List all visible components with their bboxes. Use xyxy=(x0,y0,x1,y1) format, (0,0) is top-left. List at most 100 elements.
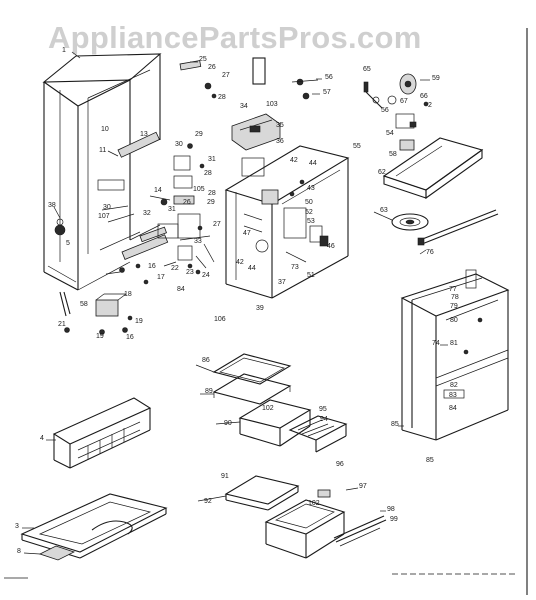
callout-c82: 82 xyxy=(450,382,458,389)
callout-c102: 102 xyxy=(262,405,274,412)
top-center-parts xyxy=(291,78,319,100)
callout-c28c: 28 xyxy=(208,190,216,197)
fan-housing xyxy=(231,113,281,177)
callout-c67: 67 xyxy=(400,98,408,105)
ice-maker-parts xyxy=(363,73,429,151)
leader-lines xyxy=(22,51,448,555)
callout-c2: 2 xyxy=(428,102,432,109)
callout-c16: 16 xyxy=(148,263,156,270)
callout-c43: 43 xyxy=(307,185,315,192)
callout-c77: 77 xyxy=(449,286,457,293)
front-grille xyxy=(52,397,152,469)
callout-c92: 92 xyxy=(204,498,212,505)
callout-c39: 39 xyxy=(256,305,264,312)
callout-c32: 32 xyxy=(143,210,151,217)
callout-c52: 52 xyxy=(305,209,313,216)
callout-c31: 31 xyxy=(208,156,216,163)
callout-c80: 80 xyxy=(450,317,458,324)
callout-c29b: 29 xyxy=(207,199,215,206)
callout-c99: 99 xyxy=(390,516,398,523)
callout-c28b: 28 xyxy=(204,170,212,177)
callout-c25: 25 xyxy=(199,56,207,63)
callout-c11: 11 xyxy=(99,147,106,154)
callout-c103: 103 xyxy=(266,101,278,108)
callout-c58: 58 xyxy=(80,301,88,308)
callout-c14: 14 xyxy=(154,187,162,194)
callout-c83: 83 xyxy=(449,392,457,399)
callout-c78: 78 xyxy=(451,294,459,301)
callout-c46: 46 xyxy=(327,243,335,250)
drawer-rails xyxy=(333,515,387,547)
callout-c29: 29 xyxy=(195,131,203,138)
callout-c19: 19 xyxy=(135,318,143,325)
left-hardware xyxy=(105,195,201,285)
callout-c63: 63 xyxy=(380,207,388,214)
callout-c8: 8 xyxy=(17,548,21,555)
callout-c5: 5 xyxy=(66,240,70,247)
callout-c85b: 85 xyxy=(426,457,434,464)
callout-c36: 36 xyxy=(276,138,284,145)
callout-c23: 23 xyxy=(186,269,194,276)
callout-c73: 73 xyxy=(291,264,299,271)
callout-c91: 91 xyxy=(221,473,229,480)
callout-c18: 18 xyxy=(124,291,132,298)
callout-c17: 17 xyxy=(157,274,165,281)
callout-c27: 27 xyxy=(222,72,230,79)
callout-c10: 10 xyxy=(101,126,109,133)
callout-c86: 86 xyxy=(202,357,210,364)
callout-c47: 47 xyxy=(243,230,251,237)
callout-c62: 62 xyxy=(378,169,386,176)
callout-c97: 97 xyxy=(359,483,367,490)
callout-c44b: 44 xyxy=(248,265,256,272)
ice-bucket xyxy=(382,137,484,200)
callout-c105: 105 xyxy=(193,186,205,193)
callout-c59: 59 xyxy=(432,75,440,82)
callout-c42b: 42 xyxy=(236,259,244,266)
callout-c76: 76 xyxy=(426,249,434,256)
callout-c35: 35 xyxy=(276,122,284,129)
callout-c65: 65 xyxy=(363,66,371,73)
callout-c38: 38 xyxy=(48,202,56,209)
drain-tube xyxy=(59,291,71,333)
callout-c51: 51 xyxy=(307,272,315,279)
callout-c57: 57 xyxy=(323,89,331,96)
callout-c27b: 27 xyxy=(213,221,221,228)
drip-tray xyxy=(20,493,168,561)
crisper-shelves xyxy=(212,353,348,453)
callout-c54: 54 xyxy=(386,130,394,137)
callout-c37: 37 xyxy=(278,279,286,286)
callout-c56b: 56 xyxy=(381,107,389,114)
callout-c42: 42 xyxy=(290,157,298,164)
compressor-assembly xyxy=(95,293,133,335)
refrigerator-door xyxy=(400,269,510,441)
callout-c50: 50 xyxy=(305,199,313,206)
callout-c33: 33 xyxy=(194,238,202,245)
callout-c95: 95 xyxy=(319,406,327,413)
callout-c55: 55 xyxy=(353,143,361,150)
callout-c44: 44 xyxy=(309,160,317,167)
evaporator-housing xyxy=(224,145,350,299)
callout-c26b: 26 xyxy=(183,199,191,206)
lower-bins xyxy=(224,475,346,559)
callout-c74: 74 xyxy=(432,340,440,347)
callout-c1: 1 xyxy=(62,47,66,54)
shelf-rod xyxy=(417,209,499,246)
callout-c26: 26 xyxy=(208,64,216,71)
center-brackets xyxy=(173,60,217,269)
callout-c79: 79 xyxy=(450,303,458,310)
cover-plate xyxy=(252,57,266,85)
callout-c19b: 19 xyxy=(96,333,104,340)
callout-c24: 24 xyxy=(202,272,210,279)
callout-c102b: 102 xyxy=(308,500,320,507)
callout-c84b: 84 xyxy=(449,405,457,412)
callout-c107: 107 xyxy=(98,213,110,220)
callout-c66: 66 xyxy=(420,93,428,100)
callout-c98: 98 xyxy=(387,506,395,513)
callout-c106: 106 xyxy=(214,316,226,323)
callout-c16b: 16 xyxy=(126,334,134,341)
cabinet-shell xyxy=(42,53,162,291)
callout-c53: 53 xyxy=(307,218,315,225)
callout-c96: 96 xyxy=(336,461,344,468)
callout-c30b: 30 xyxy=(175,141,183,148)
